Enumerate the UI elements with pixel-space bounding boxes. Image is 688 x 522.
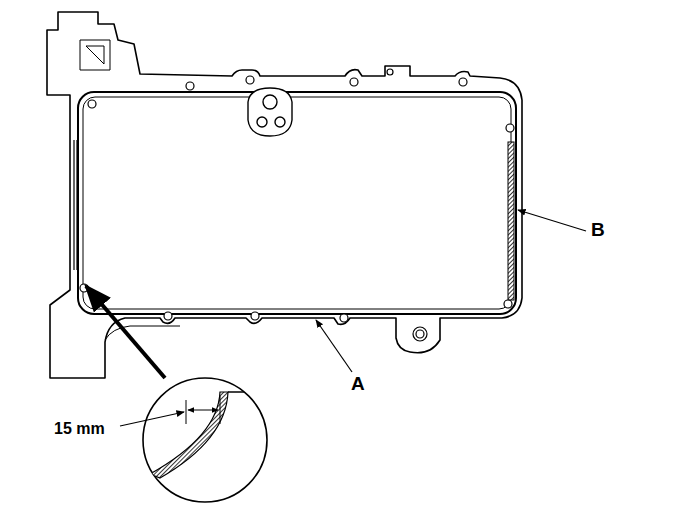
pan-bracket-detail (105, 326, 180, 340)
sealant-strip (508, 142, 514, 300)
callout-leader (86, 286, 165, 378)
callout-leader (316, 320, 352, 372)
dimension-label: 15 mm (52, 420, 107, 438)
bolt-hole (80, 69, 514, 341)
pan-bracket-detail (80, 40, 110, 70)
callout-leader (518, 210, 586, 231)
detail-circle (143, 378, 267, 502)
callout-letter: A (349, 374, 367, 395)
detail-section (150, 392, 272, 478)
callout-letter: B (589, 220, 607, 241)
sealant-strip (74, 140, 77, 270)
dimension-leader (120, 412, 184, 426)
oil-passage-boss (248, 88, 292, 136)
sealant-bead (78, 92, 516, 314)
pan-flange (47, 12, 522, 378)
